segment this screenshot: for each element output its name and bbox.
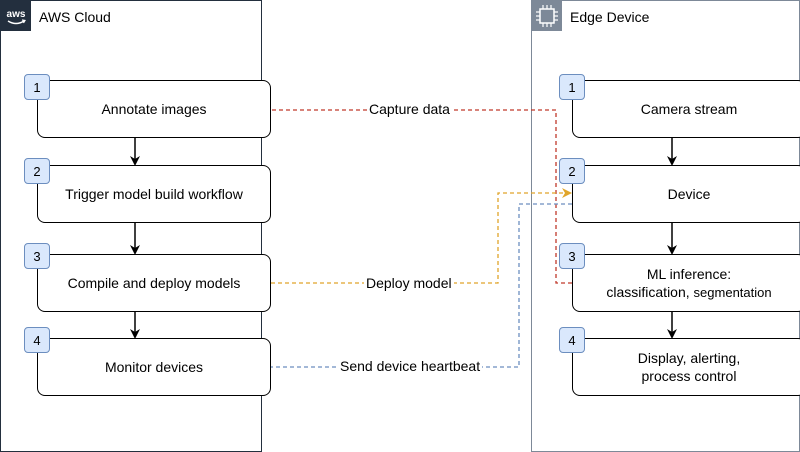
camera-stream-label: Camera stream xyxy=(640,101,738,117)
segmentation-label: segmentation xyxy=(693,284,772,300)
monitor-devices-box[interactable]: Monitor devices xyxy=(37,338,271,396)
ml-inference-title: ML inference: xyxy=(646,265,732,282)
aws-logo-icon: aws xyxy=(1,1,31,31)
chip-icon xyxy=(532,1,562,31)
display-alerting-line1: Display, alerting, xyxy=(637,350,741,366)
capture-data-connector xyxy=(234,105,572,284)
aws-logo-text: aws xyxy=(7,9,26,20)
step-badge: 3 xyxy=(559,243,585,269)
compile-deploy-label: Compile and deploy models xyxy=(67,275,241,291)
compile-deploy-box[interactable]: Compile and deploy models xyxy=(37,254,271,312)
step-badge: 3 xyxy=(24,243,50,269)
display-alerting-box[interactable]: Display, alerting, process control xyxy=(572,338,800,396)
camera-stream-box[interactable]: Camera stream xyxy=(572,80,800,138)
heartbeat-label: Send device heartbeat xyxy=(338,358,483,374)
step-badge: 4 xyxy=(24,327,50,353)
ml-inference-box[interactable]: ML inference: classification, segmentati… xyxy=(572,254,800,312)
trigger-build-box[interactable]: Trigger model build workflow xyxy=(37,165,271,223)
deploy-model-connector xyxy=(236,188,572,284)
capture-data-label: Capture data xyxy=(367,101,452,117)
edge-device-title: Edge Device xyxy=(570,9,650,25)
annotate-images-box[interactable]: Annotate images xyxy=(37,80,271,138)
trigger-build-label: Trigger model build workflow xyxy=(65,186,243,202)
annotate-images-label: Annotate images xyxy=(101,101,207,117)
step-badge: 4 xyxy=(559,327,585,353)
ml-inference-detail: classification, segmentation xyxy=(606,283,771,302)
device-label: Device xyxy=(667,186,711,202)
monitor-devices-label: Monitor devices xyxy=(104,359,204,375)
deploy-model-label: Deploy model xyxy=(364,275,454,291)
step-badge: 1 xyxy=(24,74,50,100)
step-badge: 2 xyxy=(559,158,585,184)
display-alerting-line2: process control xyxy=(641,368,737,384)
classification-label: classification, xyxy=(606,283,690,300)
device-box[interactable]: Device xyxy=(572,165,800,223)
step-badge: 2 xyxy=(24,158,50,184)
aws-cloud-title: AWS Cloud xyxy=(39,9,111,25)
step-badge: 1 xyxy=(559,74,585,100)
